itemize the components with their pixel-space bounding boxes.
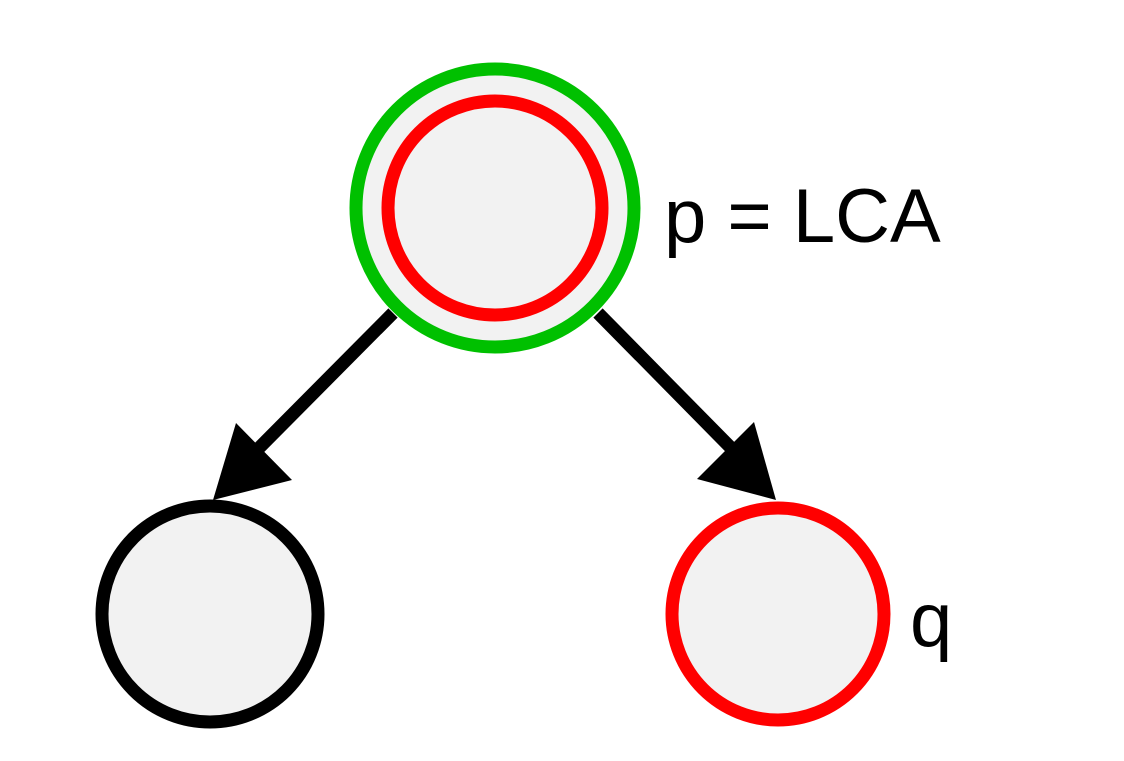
right-child-target-ring: [665, 501, 891, 727]
right-child-node-q: [665, 501, 891, 727]
edge-root-to-right: [593, 308, 740, 457]
left-child-node: [95, 499, 325, 729]
root-node-label: p = LCA: [664, 174, 941, 259]
root-node-p: [349, 62, 641, 354]
tree-edges: [213, 308, 776, 500]
root-node-target-ring: [381, 94, 609, 322]
edge-root-to-left: [250, 308, 398, 457]
left-child-ring: [95, 499, 325, 729]
right-child-label: q: [910, 578, 952, 663]
edge-root-to-right-arrowhead: [697, 422, 776, 500]
edge-root-to-left-arrowhead: [213, 423, 292, 500]
